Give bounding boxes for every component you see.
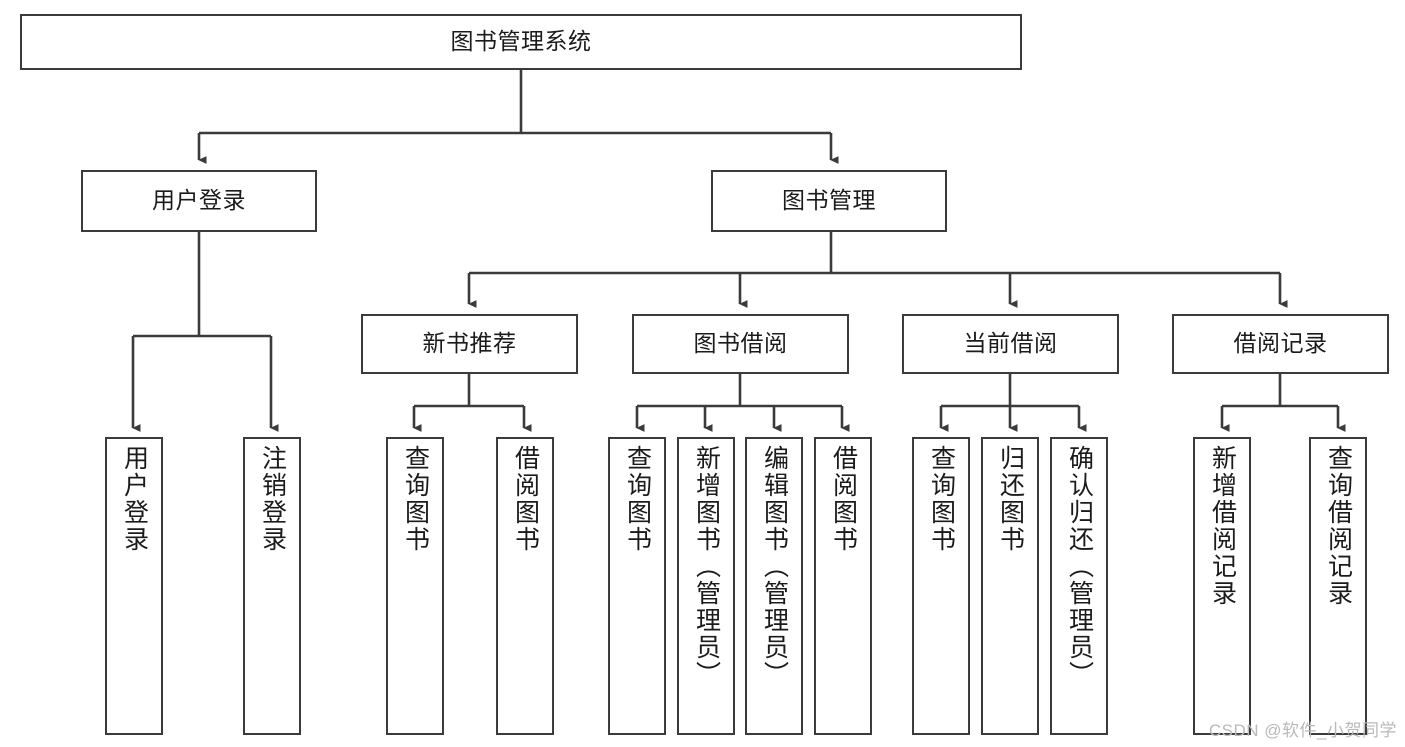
node-label: 注销登录 xyxy=(258,445,287,553)
leaf-borrow-book-2[interactable]: 借阅图书 xyxy=(814,437,872,735)
node-label: 用户登录 xyxy=(152,187,246,214)
leaf-add-book[interactable]: 新增图书（管理员） xyxy=(677,437,735,735)
node-label: 归还图书 xyxy=(996,445,1025,553)
node-label: 图书借阅 xyxy=(693,330,788,357)
node-label: 查询图书 xyxy=(623,445,652,553)
node-book-borrow[interactable]: 图书借阅 xyxy=(632,314,849,374)
node-label: 新增借阅记录 xyxy=(1208,445,1237,607)
node-book-management[interactable]: 图书管理 xyxy=(711,170,947,232)
node-label: 图书管理系统 xyxy=(450,28,592,55)
leaf-edit-book[interactable]: 编辑图书（管理员） xyxy=(745,437,803,735)
node-label: 借阅图书 xyxy=(511,445,540,553)
node-label: 查询图书 xyxy=(927,445,956,553)
node-label: 用户登录 xyxy=(120,445,149,553)
leaf-user-logout[interactable]: 注销登录 xyxy=(243,437,301,735)
leaf-query-book-1[interactable]: 查询图书 xyxy=(386,437,444,735)
node-label: 借阅图书 xyxy=(829,445,858,553)
node-label: 新书推荐 xyxy=(422,330,517,357)
node-user-login[interactable]: 用户登录 xyxy=(81,170,317,232)
node-label: 当前借阅 xyxy=(963,330,1058,357)
node-label: 查询借阅记录 xyxy=(1324,445,1353,607)
node-label: 图书管理 xyxy=(782,187,876,214)
leaf-borrow-book-1[interactable]: 借阅图书 xyxy=(496,437,554,735)
node-label: 查询图书 xyxy=(401,445,430,553)
node-new-book-recommend[interactable]: 新书推荐 xyxy=(361,314,578,374)
node-label: 借阅记录 xyxy=(1233,330,1328,357)
leaf-confirm-return[interactable]: 确认归还（管理员） xyxy=(1050,437,1108,735)
csdn-watermark: CSDN @软件_小贺同学 xyxy=(1208,721,1397,740)
node-label: 新增图书（管理员） xyxy=(692,445,721,688)
leaf-query-record[interactable]: 查询借阅记录 xyxy=(1309,437,1367,735)
leaf-return-book[interactable]: 归还图书 xyxy=(981,437,1039,735)
leaf-user-login[interactable]: 用户登录 xyxy=(105,437,163,735)
node-label: 确认归还（管理员） xyxy=(1065,445,1094,688)
node-label: 编辑图书（管理员） xyxy=(760,445,789,688)
node-current-borrow[interactable]: 当前借阅 xyxy=(902,314,1119,374)
leaf-add-record[interactable]: 新增借阅记录 xyxy=(1193,437,1251,735)
leaf-query-book-3[interactable]: 查询图书 xyxy=(912,437,970,735)
node-borrow-record[interactable]: 借阅记录 xyxy=(1172,314,1389,374)
leaf-query-book-2[interactable]: 查询图书 xyxy=(608,437,666,735)
node-root-system[interactable]: 图书管理系统 xyxy=(20,14,1022,70)
